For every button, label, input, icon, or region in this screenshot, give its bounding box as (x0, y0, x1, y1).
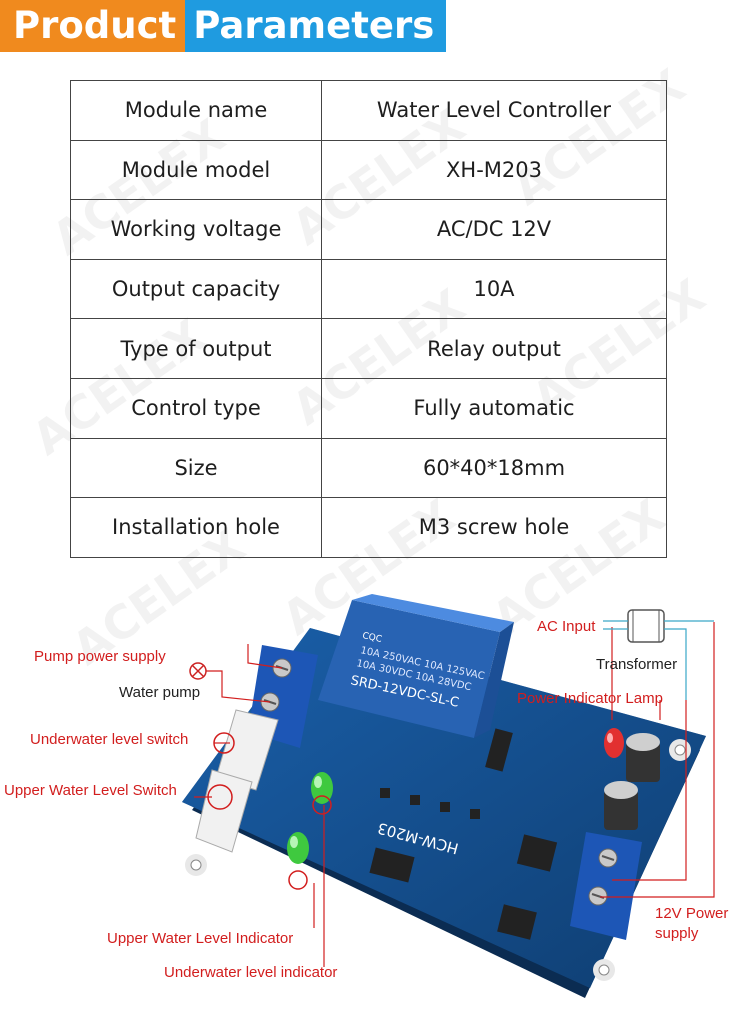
power-indicator-led (604, 728, 624, 758)
board-illustration: 10A 250VAC 10A 125VAC 10A 30VDC 10A 28VD… (182, 594, 715, 998)
capacitor (604, 781, 638, 830)
smd-components (369, 728, 558, 940)
param-value: Water Level Controller (321, 80, 667, 141)
param-key: Module model (70, 139, 322, 201)
label-water-pump: Water pump (119, 684, 201, 701)
title-word-parameters: Parameters (185, 0, 447, 52)
label-ac-input: AC Input (537, 618, 596, 635)
label-underwater-level-indicator: Underwater level indicator (164, 964, 338, 981)
transformer-icon (627, 609, 665, 643)
param-value: M3 screw hole (321, 497, 667, 558)
mounting-hole (185, 854, 207, 876)
board-diagram: 10A 250VAC 10A 125VAC 10A 30VDC 10A 28VD… (0, 580, 737, 1024)
label-transformer: Transformer (596, 656, 678, 673)
param-value: 10A (321, 258, 667, 320)
ac-input-wires (603, 620, 714, 700)
mounting-hole (593, 959, 615, 981)
leader-lines (194, 622, 715, 967)
water-pump-icon (189, 662, 207, 680)
label-upper-water-level-switch: Upper Water Level Switch (4, 782, 177, 799)
param-key: Control type (70, 377, 322, 439)
title-banner: Product Parameters (0, 0, 447, 52)
param-key: Size (70, 437, 322, 499)
label-power-indicator-lamp: Power Indicator Lamp (517, 690, 663, 707)
title-word-product: Product (0, 0, 186, 52)
param-key: Type of output (70, 318, 322, 379)
label-pump-power-supply: Pump power supply (34, 648, 166, 665)
param-key: Output capacity (70, 258, 322, 320)
param-value: AC/DC 12V (321, 199, 667, 260)
power-terminal-block (570, 832, 642, 940)
capacitor (626, 733, 660, 782)
relay-brand: CQC (361, 631, 382, 645)
param-key: Installation hole (70, 497, 322, 558)
param-value: Relay output (321, 318, 667, 379)
underwater-level-led (287, 832, 309, 864)
upper-level-led (311, 772, 333, 804)
label-12v-power-line2: supply (655, 925, 699, 942)
label-12v-power-line1: 12V Power (655, 905, 729, 922)
param-value: XH-M203 (321, 139, 667, 201)
param-key: Module name (70, 80, 322, 141)
switch-marker-circle (207, 784, 233, 810)
led-marker-circle (288, 870, 308, 890)
param-value: 60*40*18mm (321, 437, 667, 499)
param-key: Working voltage (70, 199, 322, 260)
label-underwater-level-switch: Underwater level switch (30, 731, 189, 748)
label-upper-water-level-indicator: Upper Water Level Indicator (107, 930, 294, 947)
led-marker-circle (312, 795, 332, 815)
switch-marker-circle (213, 732, 235, 754)
param-value: Fully automatic (321, 377, 667, 439)
mounting-hole (669, 739, 691, 761)
relay: 10A 250VAC 10A 125VAC 10A 30VDC 10A 28VD… (318, 594, 514, 738)
